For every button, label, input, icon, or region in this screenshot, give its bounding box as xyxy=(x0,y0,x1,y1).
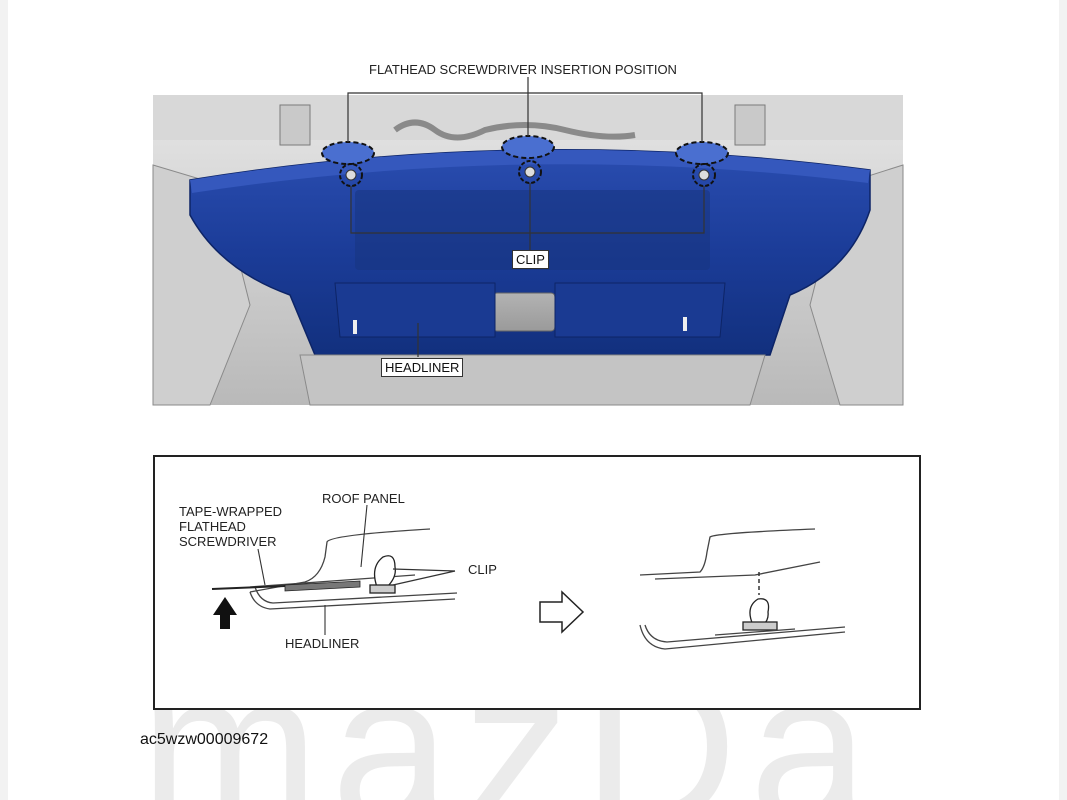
hinge-left xyxy=(279,104,311,146)
clip-label-detail: CLIP xyxy=(468,562,497,577)
headliner-lower-panel xyxy=(334,282,496,338)
insertion-position-label: FLATHEAD SCREWDRIVER INSERTION POSITION xyxy=(369,62,677,77)
insertion-point-center xyxy=(501,135,555,159)
document-id: ac5wzw00009672 xyxy=(140,731,269,748)
headliner-lower-panel-right xyxy=(554,282,726,338)
roof-panel-leader xyxy=(360,504,368,568)
insertion-point-left xyxy=(321,141,375,165)
roof-panel-outline-after xyxy=(639,528,821,580)
roof-panel-label: ROOF PANEL xyxy=(322,491,405,506)
clip-marker-center xyxy=(518,160,542,184)
hinge-right xyxy=(734,104,766,146)
headliner-label-top: HEADLINER xyxy=(381,358,464,377)
tool-leader xyxy=(257,548,266,586)
headliner-label-detail: HEADLINER xyxy=(285,636,360,651)
headliner-photo-illustration xyxy=(152,77,904,406)
rear-wiper-harness xyxy=(393,119,636,141)
insertion-point-right xyxy=(675,141,729,165)
clip-before xyxy=(369,555,396,594)
cargo-cover xyxy=(299,354,766,406)
clip-marker-right xyxy=(692,163,716,187)
push-up-arrow xyxy=(213,597,237,629)
lower-clip-right xyxy=(683,317,687,331)
transition-arrow xyxy=(539,590,585,634)
headliner-outline-before xyxy=(249,586,458,610)
clip-label-top: CLIP xyxy=(512,250,549,269)
clip-pointer-lines xyxy=(392,568,456,586)
clip-marker-left xyxy=(339,163,363,187)
clip-after xyxy=(742,598,778,631)
cross-section-diagram xyxy=(211,504,846,650)
headliner-outline-after xyxy=(639,624,846,650)
insertion-leader-lines xyxy=(347,77,703,142)
detail-diagram-frame xyxy=(153,455,921,710)
clip-leader-lines xyxy=(350,183,705,251)
high-mount-stop-light xyxy=(492,292,556,332)
lower-clip-left xyxy=(353,320,357,334)
tool-label: TAPE-WRAPPED FLATHEAD SCREWDRIVER xyxy=(179,504,283,549)
headliner-recess xyxy=(355,190,710,270)
screwdriver-illustration xyxy=(211,580,361,592)
